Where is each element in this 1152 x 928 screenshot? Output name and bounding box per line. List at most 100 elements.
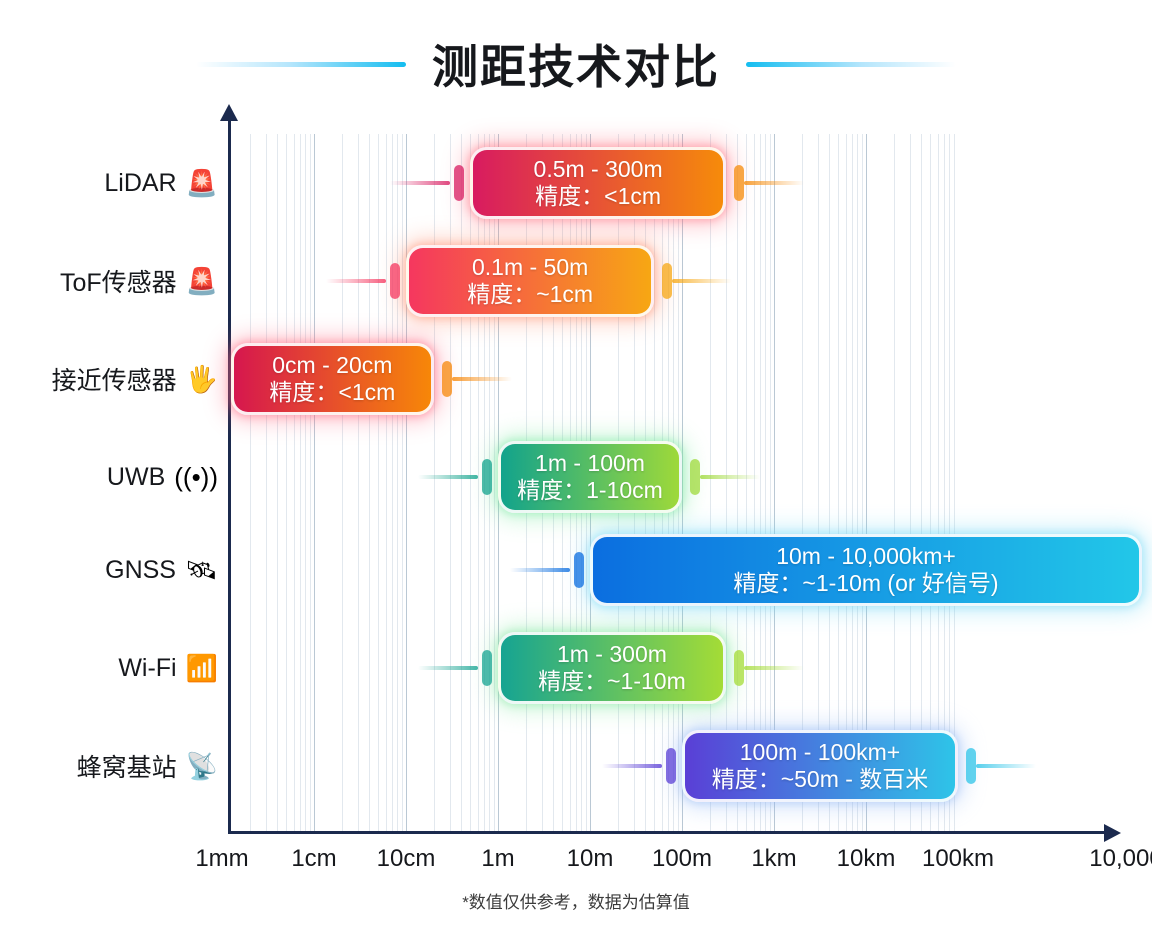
- x-tick-label: 10km: [836, 845, 896, 872]
- x-tick-label: 1cm: [291, 845, 337, 872]
- range-text: 0cm - 20cm: [272, 351, 393, 378]
- gridline: [851, 134, 853, 832]
- gridline: [449, 134, 451, 832]
- x-axis-line: [228, 831, 1108, 834]
- gridline: [483, 134, 485, 832]
- x-axis-arrow-icon: [1104, 824, 1121, 842]
- signal-waves-icon: ((•)): [174, 462, 218, 492]
- gridline: [953, 134, 955, 832]
- row-label-蜂窝基站: 蜂窝基站📡: [8, 744, 218, 788]
- page-title: 测距技术对比: [432, 41, 720, 93]
- wifi-icon: 📶: [185, 653, 218, 683]
- gridline: [759, 134, 761, 832]
- accuracy-text: 精度：<1cm: [535, 183, 662, 209]
- gridline: [893, 134, 895, 832]
- gridline: [391, 134, 393, 832]
- gridline: [817, 134, 819, 832]
- gridline: [477, 134, 479, 832]
- row-label-text: LiDAR: [104, 168, 177, 197]
- footnote: *数值仅供参考，数据为估算值: [462, 893, 690, 912]
- gridline: [357, 134, 359, 832]
- row-label-text: Wi-Fi: [118, 653, 177, 682]
- x-tick-label: 10,000km: [1089, 845, 1152, 872]
- gridline: [314, 134, 315, 832]
- raised-hand-icon: 🖐: [185, 364, 218, 394]
- range-text: 10m - 10,000km+: [776, 542, 956, 569]
- gridline: [949, 134, 951, 832]
- gridline: [921, 134, 923, 832]
- x-tick-label: 1mm: [195, 845, 249, 872]
- title-rule-right-icon: [746, 61, 956, 67]
- row-label-text: 接近传感器: [51, 367, 177, 395]
- gridline: [801, 134, 803, 832]
- row-label-GNSS: GNSS🛰: [8, 548, 218, 592]
- gridline: [937, 134, 939, 832]
- gridline: [341, 134, 343, 832]
- x-tick-label: 10m: [566, 845, 614, 872]
- gridline: [493, 134, 495, 832]
- gridline: [861, 134, 863, 832]
- range-bar-蜂窝基站[interactable]: 100m - 100km+精度：~50m - 数百米: [682, 730, 958, 802]
- gridline: [385, 134, 387, 832]
- gridline: [909, 134, 911, 832]
- row-label-LiDAR: LiDAR 🚨: [8, 161, 218, 205]
- y-axis-line: [228, 118, 231, 834]
- gridline: [293, 134, 295, 832]
- gridline: [397, 134, 399, 832]
- x-tick-label: 1km: [751, 845, 797, 872]
- gridline: [401, 134, 403, 832]
- row-label-text: GNSS: [105, 555, 176, 584]
- gridline: [277, 134, 279, 832]
- gridline: [866, 134, 867, 832]
- gridline: [299, 134, 301, 832]
- accuracy-text: 精度：~1-10m (or 好信号): [733, 570, 999, 596]
- range-text: 0.5m - 300m: [533, 155, 663, 182]
- gridline: [461, 134, 463, 832]
- rotating-light-icon: 🚨: [185, 168, 218, 198]
- gridline: [470, 134, 472, 832]
- gridline: [433, 134, 435, 832]
- row-label-UWB: UWB ((•)): [8, 455, 218, 499]
- range-text: 100m - 100km+: [739, 738, 901, 765]
- gridline: [737, 134, 739, 832]
- gridline: [725, 134, 727, 832]
- accuracy-text: 精度：<1cm: [269, 379, 396, 405]
- gridline: [249, 134, 251, 832]
- x-tick-label: 100m: [651, 845, 713, 872]
- gridline: [369, 134, 371, 832]
- range-bar-GNSS[interactable]: 10m - 10,000km+精度：~1-10m (or 好信号): [590, 534, 1142, 606]
- gridline: [286, 134, 288, 832]
- gridline: [943, 134, 945, 832]
- gridline: [309, 134, 311, 832]
- row-label-text: ToF传感器: [59, 269, 177, 297]
- rotating-light-icon: 🚨: [185, 266, 218, 296]
- gridline: [489, 134, 491, 832]
- row-label-Wi-Fi: Wi-Fi 📶: [8, 646, 218, 690]
- gridline: [765, 134, 767, 832]
- gridline: [838, 134, 840, 832]
- gridline: [857, 134, 859, 832]
- row-label-text: UWB: [106, 462, 166, 491]
- accuracy-text: 精度：1-10cm: [517, 477, 663, 503]
- gridline: [774, 134, 775, 832]
- gridline: [406, 134, 407, 832]
- accuracy-text: 精度：~1cm: [467, 281, 594, 307]
- gridline: [746, 134, 748, 832]
- y-axis-arrow-icon: [220, 104, 238, 121]
- title-row: 测距技术对比: [0, 28, 1152, 100]
- row-label-接近传感器: 接近传感器 🖐: [8, 357, 218, 401]
- gridline: [265, 134, 267, 832]
- gridline: [682, 134, 683, 832]
- range-text: 0.1m - 50m: [471, 253, 589, 280]
- gridline: [930, 134, 932, 832]
- range-text: 1m - 300m: [556, 640, 667, 667]
- gridline: [845, 134, 847, 832]
- gridline: [378, 134, 380, 832]
- row-label-ToF传感器: ToF传感器 🚨: [8, 259, 218, 303]
